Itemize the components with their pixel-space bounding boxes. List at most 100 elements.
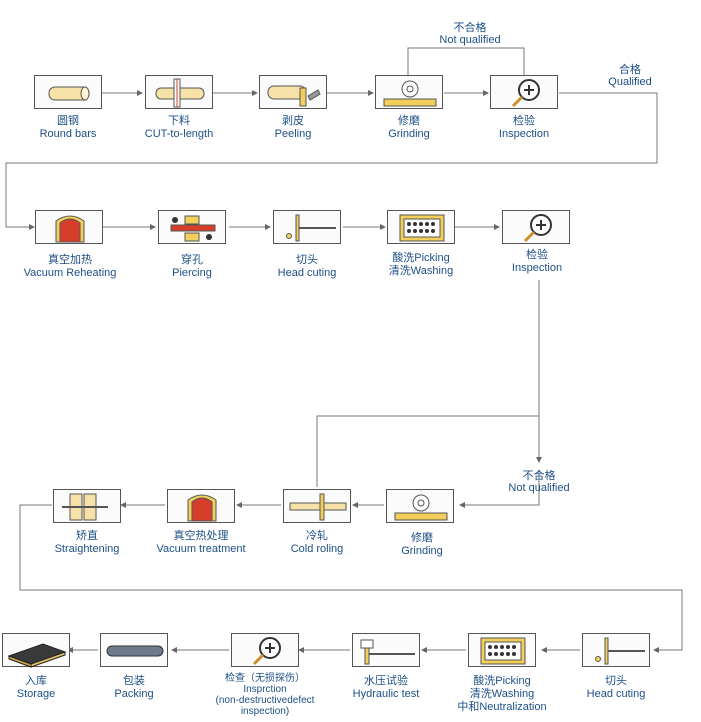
step-packing (100, 633, 168, 667)
note-not-qualified-top: 不合格 Not qualified (425, 22, 515, 46)
step-storage (2, 633, 70, 668)
label-en: Hydraulic test (352, 688, 420, 700)
label-en: Storage (16, 688, 56, 700)
step-straightening (53, 489, 121, 523)
step-round-bars (34, 75, 102, 109)
label-round-bars: 圆钢 Round bars (0, 115, 138, 141)
label-zh: 修磨 (411, 532, 433, 544)
label-en: Piercing (172, 267, 212, 279)
label-en: CUT-to-length (144, 128, 214, 140)
label-zh: 矫直 (76, 530, 98, 542)
note-en: Not qualified (439, 34, 501, 46)
head-cut-icon (286, 214, 336, 242)
label-zh: 切头 (296, 254, 318, 266)
label-vacuum-treatment: 真空热处理 Vacuum treatment (131, 530, 271, 556)
step-inspection-1 (490, 75, 558, 109)
label-zh: 圆钢 (57, 115, 79, 127)
label-zh: 真空加热 (48, 254, 92, 266)
label-inspection-2: 检验 Inspection (467, 249, 607, 275)
cold-rolling-icon (289, 493, 347, 521)
label-zh: 检验 (526, 249, 548, 261)
step-vacuum-reheating (35, 210, 103, 244)
piercing-rolls-icon (170, 215, 216, 242)
label-extra-2: inspection) (240, 706, 290, 717)
round-bar-icon (48, 86, 90, 101)
label-extra: (non-destructivedefect (215, 695, 315, 706)
note-zh: 不合格 (522, 470, 556, 482)
label-inspection-1: 检验 Inspection (454, 115, 594, 141)
label-pickling-2: 酸洗Picking 清洗Washing 中和Neutralization (432, 675, 572, 714)
magnifier-icon (252, 637, 281, 666)
label-zh: 入库 (25, 675, 47, 687)
label-head-cutting-2: 切头 Head cuting (546, 675, 686, 701)
step-grinding-2 (386, 489, 454, 523)
label-zh: 水压试验 (364, 675, 408, 687)
label-zh: 酸洗Picking (473, 675, 531, 687)
label-en: Inspection (511, 262, 563, 274)
note-zh: 合格 (619, 64, 641, 76)
step-pickling-1 (387, 210, 455, 244)
label-zh: 穿孔 (181, 254, 203, 266)
label-piercing: 穿孔 Piercing (122, 254, 262, 280)
magnifier-icon (523, 214, 552, 243)
step-cut-to-length (145, 75, 213, 109)
furnace-icon (187, 494, 217, 522)
label-zh: 剥皮 (282, 115, 304, 127)
label-en: Grinding (388, 128, 430, 140)
straightening-icon (62, 493, 108, 521)
label-cold-rolling: 冷轧 Cold roling (247, 530, 387, 556)
label-hydraulic-test: 水压试验 Hydraulic test (316, 675, 456, 701)
step-peeling (259, 75, 327, 109)
step-piercing (158, 210, 226, 244)
magnifier-icon (511, 79, 540, 108)
label-storage: 入库 Storage (0, 675, 106, 701)
packed-pipe-icon (106, 645, 164, 657)
label-grinding-1: 修磨 Grinding (339, 115, 479, 141)
step-vacuum-treatment (167, 489, 235, 523)
saw-cut-icon (155, 78, 205, 108)
hydraulic-test-icon (360, 639, 415, 665)
grinding-wheel-icon (383, 80, 437, 107)
label-en: Peeling (274, 128, 312, 140)
step-inspection-2 (502, 210, 570, 244)
label-zh: 检查（无损探伤） (225, 673, 305, 684)
step-grinding-1 (375, 75, 443, 109)
label-zh: 检验 (513, 115, 535, 127)
step-cold-rolling (283, 489, 351, 523)
label-en: Insprction (243, 684, 287, 695)
label-grinding-2: 修磨 Grinding (352, 532, 492, 558)
note-not-qualified-mid: 不合格 Not qualified (494, 470, 584, 494)
note-zh: 不合格 (453, 22, 487, 34)
label-pickling-1: 酸洗Picking 清洗Washing (351, 252, 491, 278)
note-en: Not qualified (508, 482, 570, 494)
peeling-icon (267, 85, 321, 107)
label-head-cutting-1: 切头 Head cuting (237, 254, 377, 280)
step-ndt-inspection (231, 633, 299, 667)
furnace-icon (55, 215, 85, 243)
label-zh: 冷轧 (306, 530, 328, 542)
step-hydraulic-test (352, 633, 420, 667)
label-en: Head cuting (277, 267, 337, 279)
pickling-tank-icon (399, 214, 445, 242)
label-en: Head cuting (586, 688, 646, 700)
label-extra: 中和Neutralization (457, 701, 547, 713)
label-zh: 下料 (168, 115, 190, 127)
pickling-tank-icon (480, 637, 526, 665)
label-en: Cold roling (290, 543, 344, 555)
label-peeling: 剥皮 Peeling (223, 115, 363, 141)
storage-rack-icon (7, 643, 67, 668)
label-zh: 酸洗Picking (392, 252, 450, 264)
label-en: Round bars (39, 128, 97, 140)
label-cut-to-length: 下料 CUT-to-length (109, 115, 249, 141)
label-zh: 真空热处理 (173, 530, 229, 542)
step-pickling-2 (468, 633, 536, 667)
label-zh: 修磨 (398, 115, 420, 127)
head-cut-icon (595, 637, 645, 665)
label-en: Straightening (54, 543, 120, 555)
label-vacuum-reheating: 真空加热 Vacuum Reheating (0, 254, 140, 280)
label-en: 清洗Washing (388, 265, 454, 277)
label-en: Grinding (401, 545, 443, 557)
label-zh: 包装 (123, 675, 145, 687)
note-en: Qualified (608, 76, 652, 88)
